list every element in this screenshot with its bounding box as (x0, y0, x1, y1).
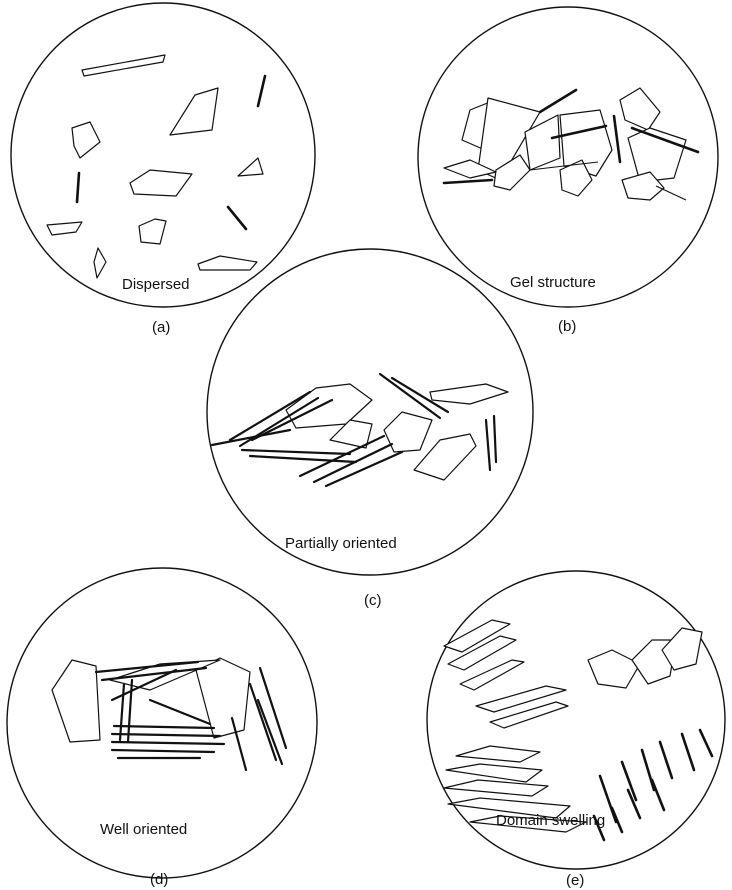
particle (446, 764, 542, 782)
particle-edge (228, 207, 246, 229)
particle (47, 222, 82, 235)
panel-b-label: Gel structure (510, 274, 596, 291)
particle (198, 256, 257, 270)
panel-c-caption: (c) (364, 592, 382, 609)
panel-e-caption: (e) (566, 872, 584, 889)
panel-b-particles (444, 88, 698, 200)
panel-e-domain-swelling: Domain swelling (e) (427, 571, 725, 889)
particle (139, 219, 166, 244)
panel-e-label: Domain swelling (496, 812, 605, 829)
particle (82, 55, 165, 76)
particle-edge (77, 173, 79, 202)
panel-e-edge-particles (594, 730, 712, 840)
particle-edge (444, 180, 492, 183)
particle (130, 170, 192, 196)
panel-b-gel-structure: Gel structure (b) (418, 7, 718, 335)
panel-a-label: Dispersed (122, 276, 190, 293)
particle (196, 658, 250, 738)
particle (52, 660, 100, 742)
panel-a-particles (47, 55, 265, 278)
particle-edge (614, 116, 620, 162)
panel-d-edge-stack (96, 662, 286, 770)
particle (430, 384, 508, 404)
panel-a-circle (11, 3, 315, 307)
particle-edge (540, 90, 576, 112)
particle-edge (258, 76, 265, 106)
particle (238, 158, 263, 176)
panel-d-well-oriented: Well oriented (d) (7, 568, 317, 888)
panel-c-label: Partially oriented (285, 535, 397, 552)
panel-a-dispersed: Dispersed (a) (11, 3, 315, 336)
panel-c-circle (207, 249, 533, 575)
particle (384, 412, 432, 452)
particle (588, 650, 640, 688)
panel-d-label: Well oriented (100, 821, 187, 838)
particle-edge (656, 186, 686, 200)
panel-c-particles (212, 374, 508, 486)
particle (456, 746, 540, 762)
panel-d-particles (52, 658, 286, 770)
particle (94, 248, 106, 278)
panel-a-caption: (a) (152, 319, 170, 336)
panel-e-particles (444, 620, 712, 840)
particle (444, 780, 548, 796)
particle (170, 88, 218, 135)
particle (72, 122, 100, 158)
particle (620, 88, 660, 130)
panel-c-partially-oriented: Partially oriented (c) (207, 249, 533, 609)
panel-d-caption: (d) (150, 871, 168, 888)
panel-b-caption: (b) (558, 318, 576, 335)
